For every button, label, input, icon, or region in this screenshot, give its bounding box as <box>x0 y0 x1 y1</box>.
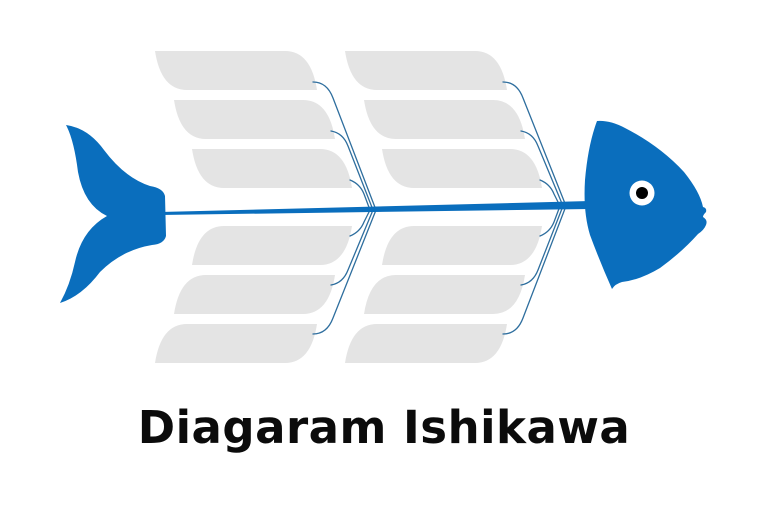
cause-leaf <box>192 149 352 188</box>
cause-leaf <box>155 324 317 363</box>
fish-eye-pupil <box>636 187 648 199</box>
fish-spine <box>160 201 590 215</box>
cause-leaf <box>345 324 507 363</box>
bone-line <box>312 81 377 211</box>
cause-leaf <box>155 51 317 90</box>
bone-line <box>502 81 567 207</box>
fish-tail <box>60 125 166 303</box>
cause-leaf <box>345 51 507 90</box>
cause-leaf <box>382 226 542 265</box>
cause-leaf <box>174 275 335 314</box>
cause-leaf <box>382 149 542 188</box>
bone-line <box>330 209 374 286</box>
bone-line <box>520 205 564 286</box>
bone-line <box>539 205 561 237</box>
left-cause-group <box>155 51 352 363</box>
cause-leaf <box>174 100 335 139</box>
cause-leaf <box>192 226 352 265</box>
left-bone-lines <box>312 81 377 335</box>
cause-leaf <box>364 100 525 139</box>
diagram-title: Diagaram Ishikawa <box>137 401 631 454</box>
right-cause-group <box>345 51 542 363</box>
bone-line <box>312 209 377 335</box>
bone-line <box>502 205 567 335</box>
bone-line <box>349 209 371 237</box>
right-bone-lines <box>502 81 567 335</box>
bone-line <box>330 130 374 211</box>
cause-leaf <box>364 275 525 314</box>
bone-line <box>520 130 564 207</box>
bone-line <box>349 179 371 211</box>
bone-line <box>539 179 561 207</box>
